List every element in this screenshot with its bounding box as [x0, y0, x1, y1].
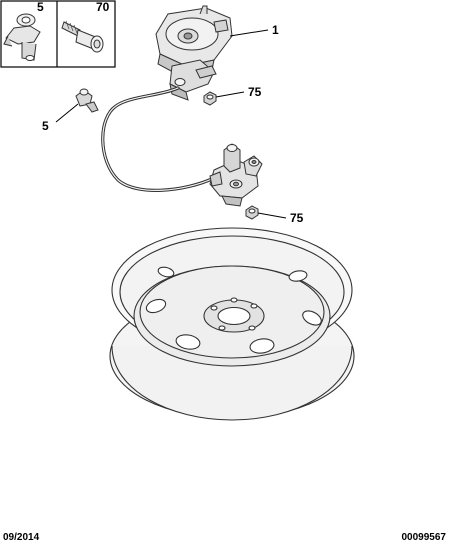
callout-label-nut-bottom: 75: [290, 211, 304, 225]
callout-nut-top: 75: [215, 85, 262, 99]
hook-bracket-assembly: [209, 143, 263, 207]
cable-clip-part-icon: [75, 88, 99, 113]
spare-wheel: [109, 227, 355, 421]
callout-label-winch: 1: [272, 23, 279, 37]
callout-label-clip: 5: [42, 119, 49, 133]
footer-code: 00099567: [401, 532, 447, 543]
callout-winch: 1: [229, 23, 279, 37]
footer-date: 09/2014: [3, 532, 40, 543]
clip-part-icon: [3, 13, 41, 61]
inset-label-right: 70: [96, 0, 110, 14]
nut-bottom-part-icon: [245, 205, 259, 220]
callout-clip: 5: [42, 103, 79, 133]
inset-box: 5 70: [0, 0, 116, 68]
winch-assembly: [155, 5, 233, 101]
callout-label-nut-top: 75: [248, 85, 262, 99]
callout-nut-bottom: 75: [257, 211, 304, 225]
stud-part-icon: [61, 20, 104, 53]
inset-label-left: 5: [37, 0, 44, 14]
nut-top-part-icon: [203, 91, 217, 106]
